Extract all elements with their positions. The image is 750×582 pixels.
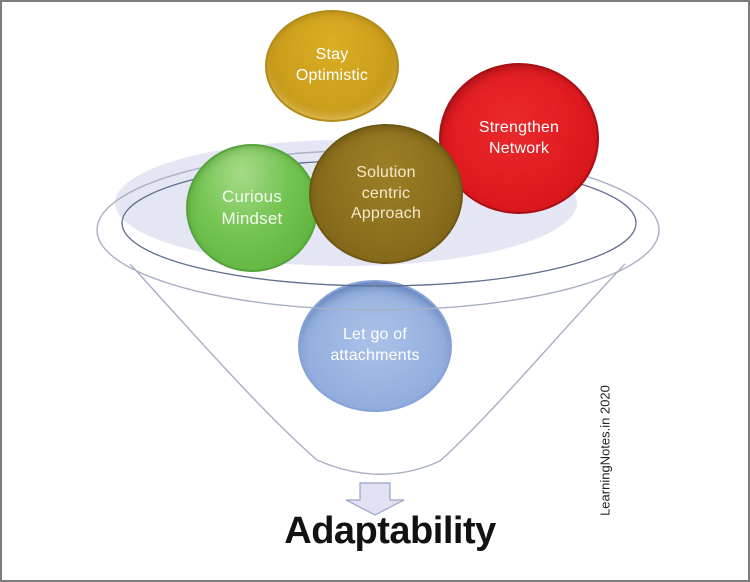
bubble-label: Curious Mindset <box>221 186 283 228</box>
bubble-solution-centric-approach: Solution centric Approach <box>309 124 463 264</box>
bubble-label: Strengthen Network <box>478 118 560 157</box>
watermark-text: LearningNotes.in 2020 <box>597 385 613 516</box>
bubble-let-go-of-attachments: Let go of attachments <box>298 280 452 412</box>
bubble-strengthen-network: Strengthen Network <box>439 63 599 214</box>
bubble-curious-mindset: Curious Mindset <box>186 144 318 272</box>
bubble-label: Let go of attachments <box>330 326 420 364</box>
bubble-stay-optimistic: Stay Optimistic <box>265 10 399 122</box>
bubble-label: Solution centric Approach <box>350 163 422 223</box>
diagram-title: Adaptability <box>284 510 496 552</box>
bubble-label: Stay Optimistic <box>295 46 369 84</box>
